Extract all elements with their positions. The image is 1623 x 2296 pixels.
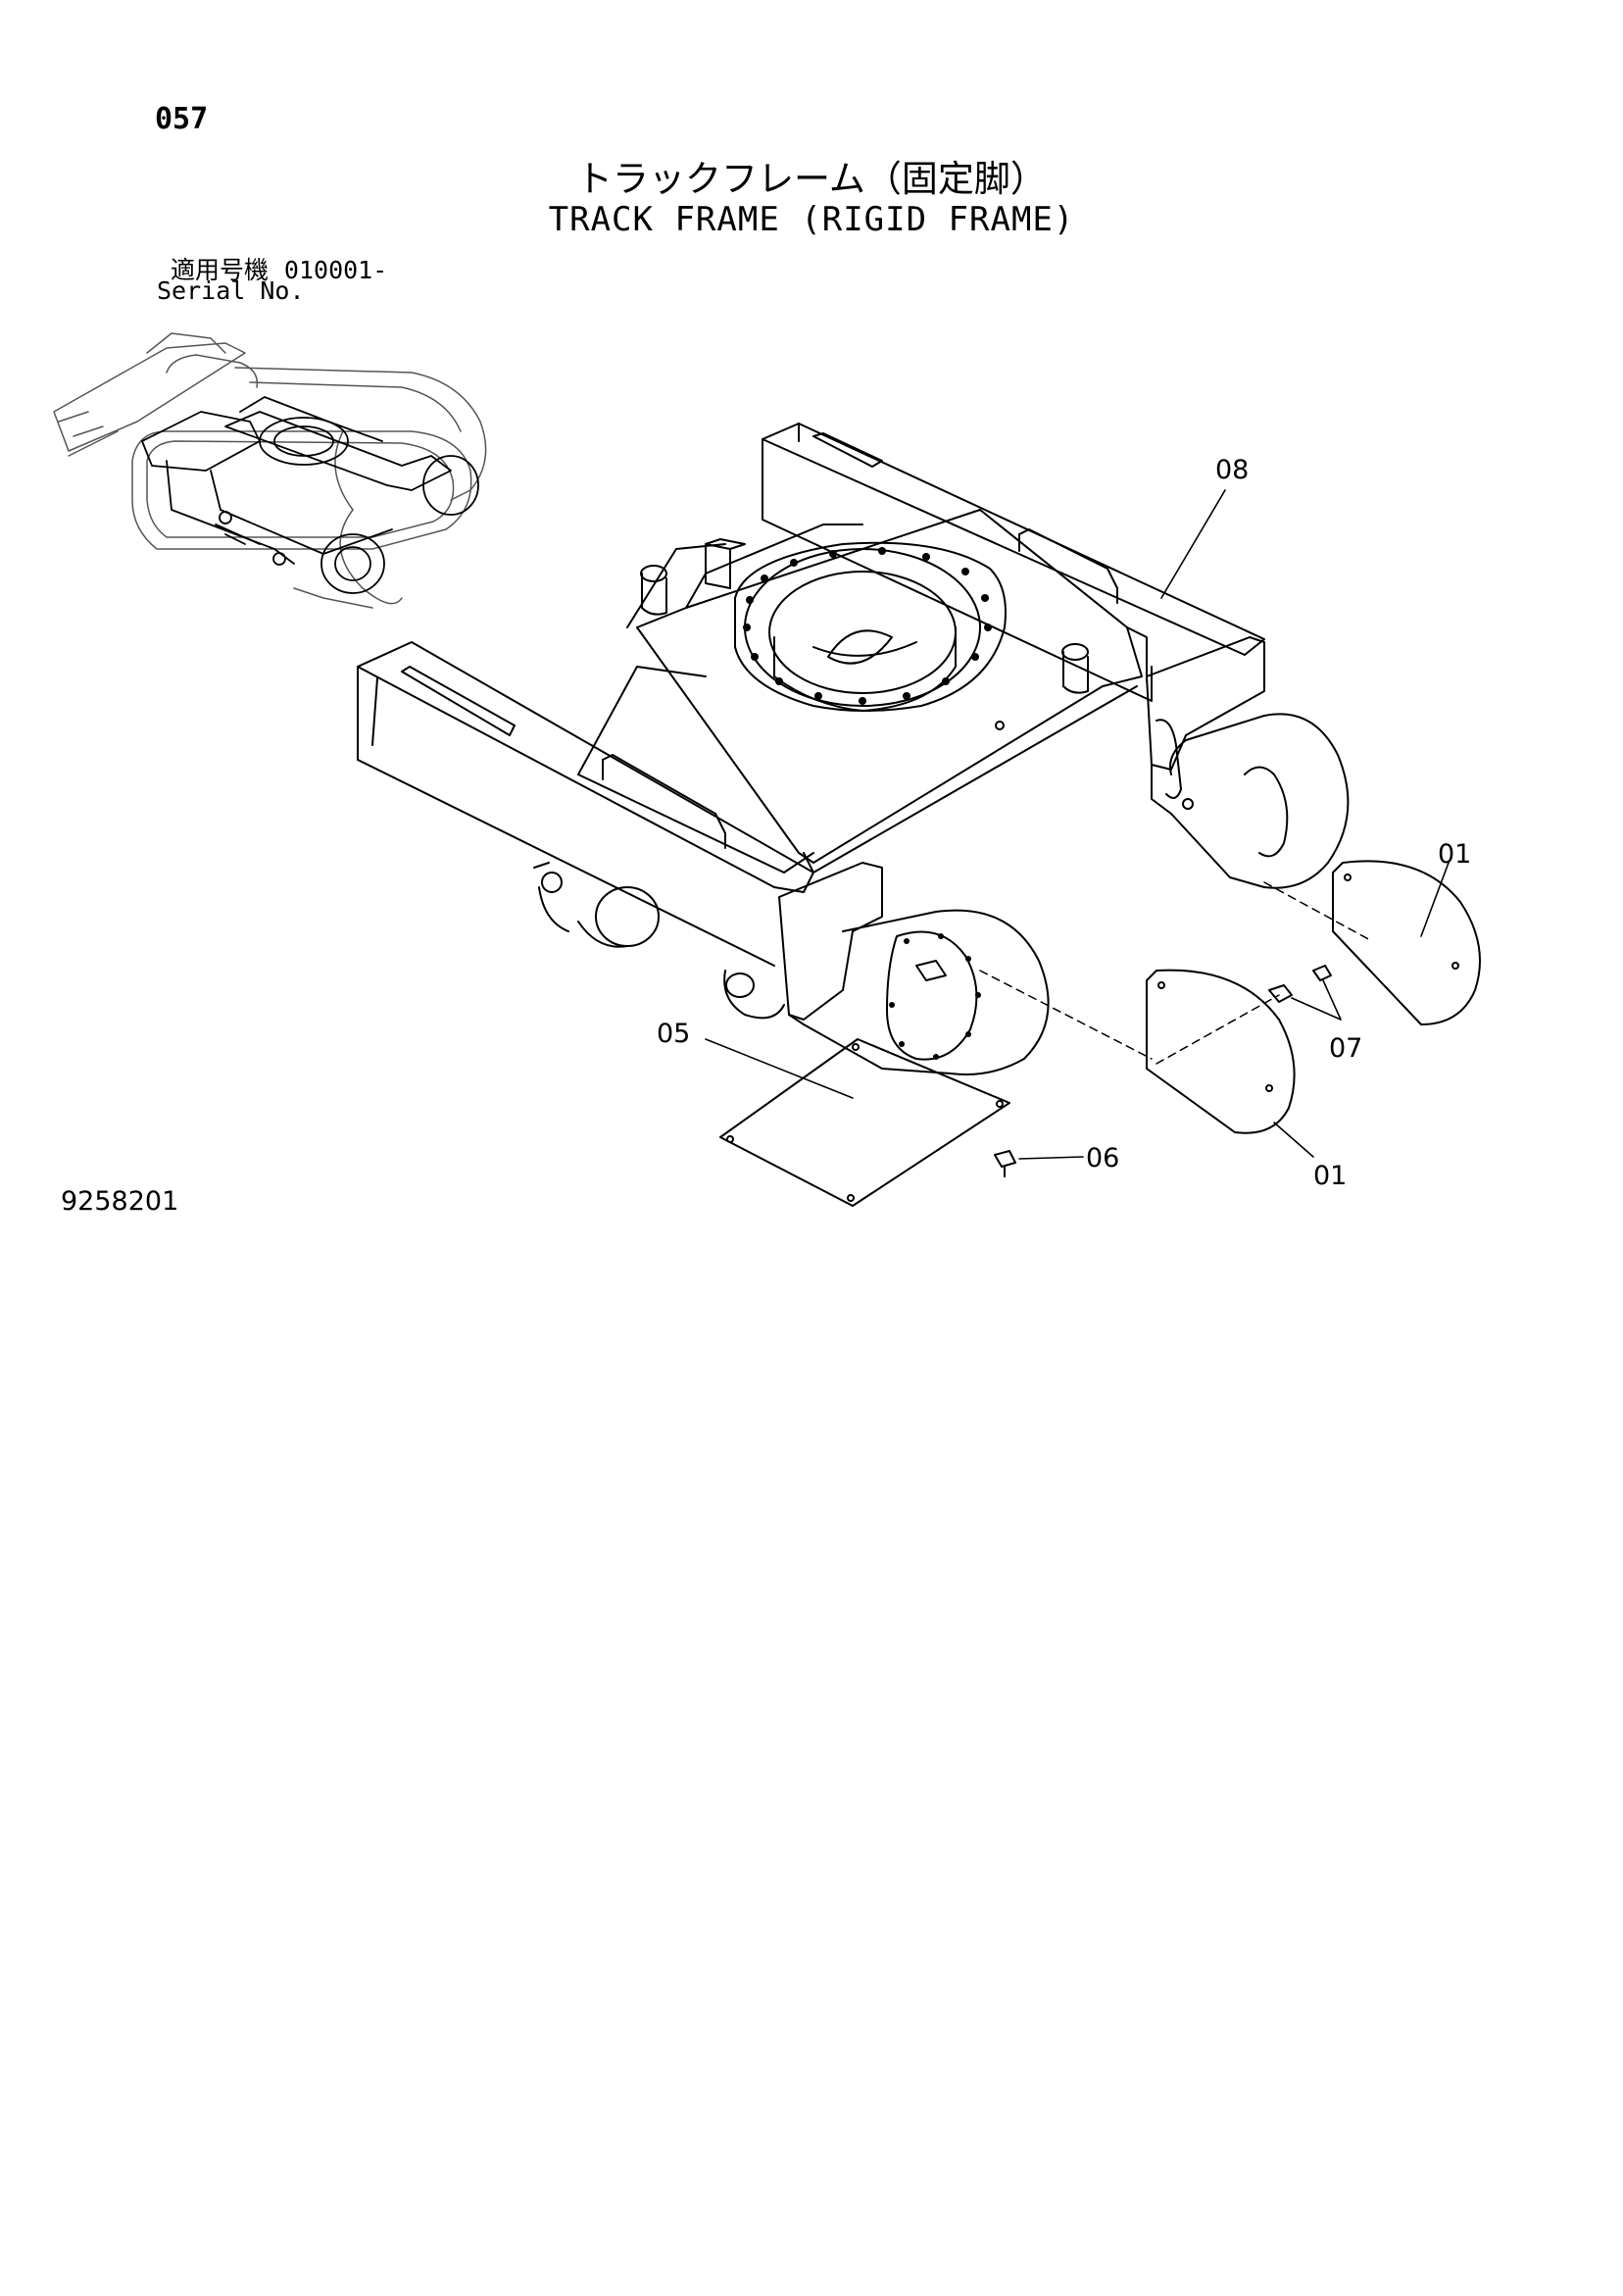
callout-leader-lines [706,490,1449,1159]
callout-01-front: 01 [1313,1161,1347,1191]
callout-07: 07 [1329,1033,1362,1064]
page-title-english: TRACK FRAME (RIGID FRAME) [548,200,1075,239]
callout-06: 06 [1086,1143,1119,1173]
bolt-07 [1269,966,1331,1002]
track-frame-assembly [358,424,1348,1074]
page-number: 057 [155,102,209,136]
inset-machine-thumbnail [54,333,486,608]
figure-number: 9258201 [61,1186,179,1217]
callout-08: 08 [1215,455,1249,485]
callout-01-rear: 01 [1438,839,1471,870]
serial-label-english: Serial No. [157,276,305,305]
callout-05: 05 [657,1019,690,1049]
page-title-japanese: トラックフレーム（固定脚） [576,158,1047,200]
cover-plate-front [1147,971,1295,1133]
assembly-guide-lines [980,882,1372,1064]
serial-number: 010001- [283,256,388,284]
under-cover-plate [720,1039,1009,1206]
serial-label-jp-text: 適用号機 [171,256,270,284]
serial-label-japanese: 適用号機 010001- [171,251,387,286]
bolt-06 [995,1151,1015,1176]
cover-plate-rear [1333,861,1480,1024]
